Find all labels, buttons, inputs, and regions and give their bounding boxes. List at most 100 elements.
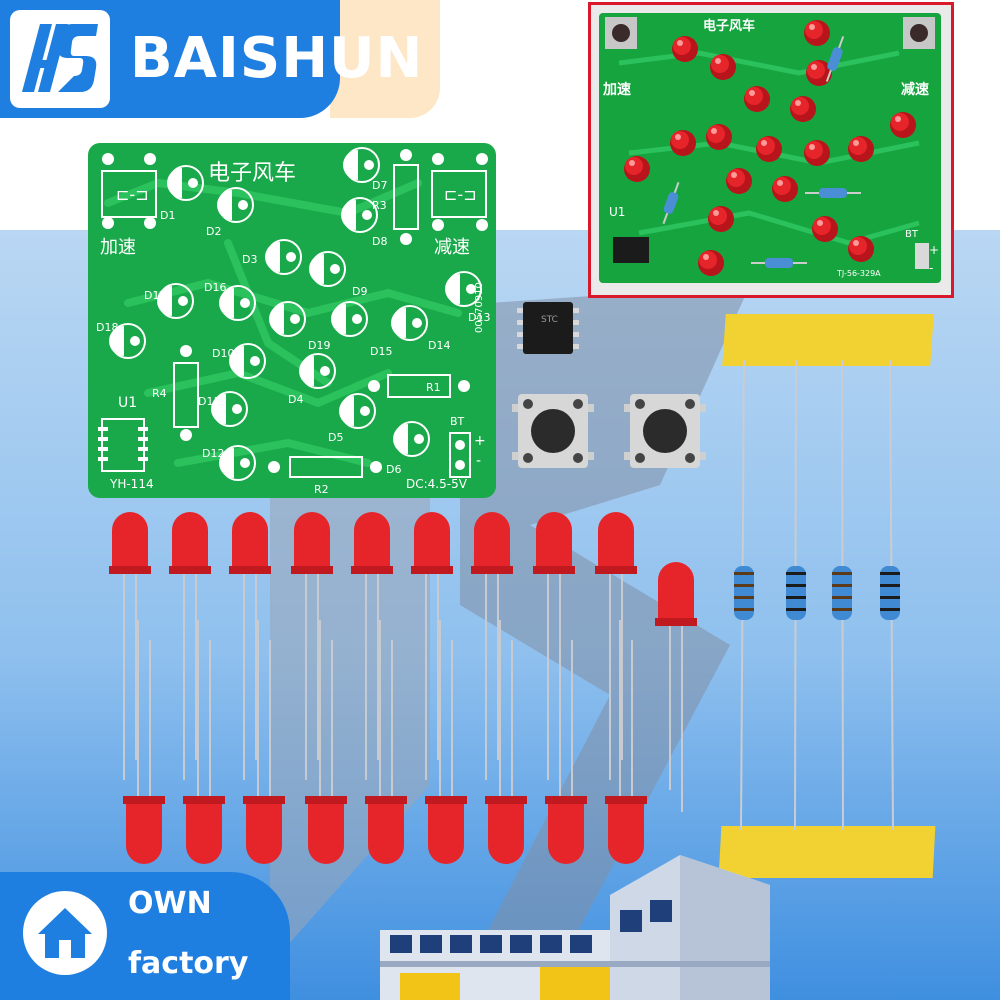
assembled-led	[812, 216, 838, 242]
brand-logo	[10, 10, 110, 108]
badge-line2: factory	[128, 946, 249, 981]
own-factory-badge: OWN factory	[0, 872, 290, 1000]
tactile-button-right	[624, 394, 706, 468]
assembled-led	[672, 36, 698, 62]
pcb-voltage: DC:4.5-5V	[406, 477, 467, 491]
assembled-led	[804, 140, 830, 166]
assembled-led	[726, 168, 752, 194]
photo-battery-label: BT	[905, 229, 918, 240]
assembled-led	[772, 176, 798, 202]
pcb-board: 电子风车 加速 减速 ⊏-⊐ ⊏-⊐ U1 YH-114 DC:4.5-5V B…	[88, 143, 496, 498]
pcb-led-label: D17	[144, 289, 167, 302]
tactile-button-left	[512, 394, 594, 468]
brand-name: BAISHUN	[130, 26, 424, 91]
led-footprint	[391, 305, 428, 341]
pcb-traces	[98, 147, 488, 481]
pcb-led-label: D4	[288, 393, 304, 406]
pcb-model: YH-114	[110, 477, 154, 491]
pcb-serial: 00570910	[474, 282, 485, 333]
assembled-board: 电子风车 加速 减速 U1 BT + - TJ-56-329A	[599, 13, 941, 283]
photo-model: TJ-56-329A	[837, 269, 881, 278]
photo-title: 电子风车	[703, 19, 756, 34]
brand-accent	[330, 0, 440, 118]
assembled-resistor	[662, 181, 680, 225]
home-icon	[23, 891, 107, 975]
assembled-led	[710, 54, 736, 80]
pcb-led-label: D18	[96, 321, 119, 334]
photo-plus: +	[929, 243, 940, 257]
led-footprint	[217, 187, 254, 223]
photo-minus: -	[929, 261, 934, 275]
assembled-led	[624, 156, 650, 182]
pcb-led-label: D7	[372, 179, 388, 192]
ic-chip: STC	[517, 302, 579, 354]
pcb-resistor-label: R1	[426, 381, 441, 394]
pcb-led-label: D12	[202, 447, 225, 460]
pcb-slow-down-label: 减速	[434, 237, 470, 258]
badge-line1: OWN	[128, 886, 212, 921]
assembled-led	[706, 124, 732, 150]
led-footprint	[341, 197, 378, 233]
pcb-resistor-label: R2	[314, 483, 329, 496]
pcb-plus: +	[474, 433, 486, 449]
assembled-led	[708, 206, 734, 232]
assembled-led	[848, 236, 874, 262]
led-footprint	[343, 147, 380, 183]
assembled-led	[756, 136, 782, 162]
led-footprint	[445, 271, 482, 307]
pcb-led-label: D3	[242, 253, 258, 266]
led-footprint	[211, 391, 248, 427]
assembled-resistor	[805, 188, 861, 198]
pcb-led-label: D13	[468, 311, 491, 324]
assembled-led	[806, 60, 832, 86]
led-footprint	[219, 445, 256, 481]
led-footprint	[229, 343, 266, 379]
pcb-led-label: D8	[372, 235, 388, 248]
pcb-resistor-label: R3	[372, 199, 387, 212]
assembled-resistor	[825, 36, 845, 82]
led-footprint	[299, 353, 336, 389]
pcb-led-label: D1	[160, 209, 176, 222]
led-footprint	[269, 301, 306, 337]
chip-marking: STC	[541, 315, 558, 325]
pcb-led-label: D19	[308, 339, 331, 352]
led-footprint	[339, 393, 376, 429]
brand-banner: BAISHUN	[0, 0, 440, 118]
photo-speed-up: 加速	[603, 82, 631, 98]
pcb-led-label: D16	[204, 281, 227, 294]
assembled-resistor	[751, 258, 807, 268]
assembled-led	[848, 136, 874, 162]
pcb-led-label: D5	[328, 431, 344, 444]
led-footprint	[109, 323, 146, 359]
photo-chip-label: U1	[609, 205, 626, 219]
resistor-tape-top	[722, 314, 934, 366]
photo-slow-down: 减速	[901, 82, 929, 98]
pcb-speed-up-label: 加速	[100, 237, 136, 258]
assembled-led	[890, 112, 916, 138]
pcb-battery-label: BT	[450, 415, 465, 428]
assembled-led	[804, 20, 830, 46]
pcb-led-label: D6	[386, 463, 402, 476]
assembled-board-art	[605, 17, 935, 276]
pcb-led-label: D11	[198, 395, 221, 408]
factory-illustration	[380, 855, 770, 1000]
pcb-led-label: D10	[212, 347, 235, 360]
pcb-button-symbol-left: ⊏-⊐	[116, 185, 149, 204]
assembled-led	[744, 86, 770, 112]
pcb-led-label: D9	[352, 285, 368, 298]
hs-logo-icon	[22, 24, 98, 92]
assembled-led	[698, 250, 724, 276]
pcb-led-label: D15	[370, 345, 393, 358]
assembled-led	[790, 96, 816, 122]
pcb-title: 电子风车	[208, 161, 297, 186]
pcb-led-label: D14	[428, 339, 451, 352]
assembled-led	[670, 130, 696, 156]
led-footprint	[167, 165, 204, 201]
pcb-led-label: D2	[206, 225, 222, 238]
assembled-board-photo: 电子风车 加速 减速 U1 BT + - TJ-56-329A	[588, 2, 954, 298]
led-footprint	[219, 285, 256, 321]
led-footprint	[157, 283, 194, 319]
pcb-chip-label: U1	[118, 395, 138, 411]
led-footprint	[331, 301, 368, 337]
pcb-resistor-label: R4	[152, 387, 167, 400]
